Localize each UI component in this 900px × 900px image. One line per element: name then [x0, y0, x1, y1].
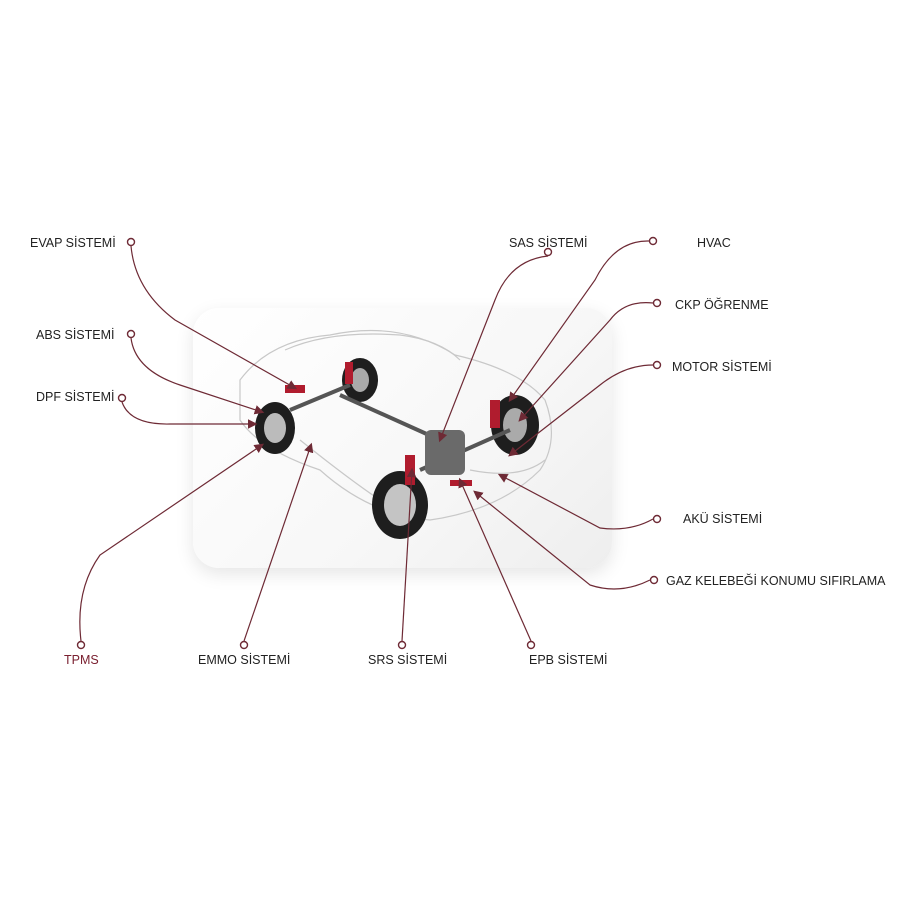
leader-dpf: [121, 401, 258, 429]
leader-tpms: [79, 443, 264, 642]
wheel-front-left: [372, 471, 428, 539]
label-sas: SAS SİSTEMİ: [509, 236, 588, 250]
leader-emmo: [243, 442, 314, 642]
wheel-rear-left: [255, 402, 295, 454]
label-emmo: EMMO SİSTEMİ: [198, 653, 291, 667]
label-srs: SRS SİSTEMİ: [368, 653, 448, 667]
label-motor: MOTOR SİSTEMİ: [672, 360, 772, 374]
leader-endpoints: [76, 236, 662, 650]
label-evap: EVAP SİSTEMİ: [30, 236, 116, 250]
label-tpms: TPMS: [64, 653, 99, 667]
engine-block: [425, 430, 465, 475]
leader-epb: [458, 477, 532, 642]
leader-aku: [497, 473, 654, 530]
label-gaz: GAZ KELEBEĞİ KONUMU SIFIRLAMA: [666, 574, 886, 588]
label-aku: AKÜ SİSTEMİ: [683, 512, 763, 526]
leader-srs: [401, 467, 417, 642]
leader-sas: [438, 255, 549, 443]
leader-gaz: [473, 490, 651, 590]
leader-evap: [130, 245, 298, 390]
leader-ckp: [518, 302, 654, 422]
label-dpf: DPF SİSTEMİ: [36, 390, 115, 404]
label-ckp: CKP ÖĞRENME: [675, 298, 769, 312]
label-hvac: HVAC: [697, 236, 731, 250]
leader-motor: [508, 364, 654, 457]
leader-abs: [130, 337, 265, 415]
label-epb: EPB SİSTEMİ: [529, 653, 608, 667]
label-abs: ABS SİSTEMİ: [36, 328, 115, 342]
leader-hvac: [508, 240, 650, 402]
